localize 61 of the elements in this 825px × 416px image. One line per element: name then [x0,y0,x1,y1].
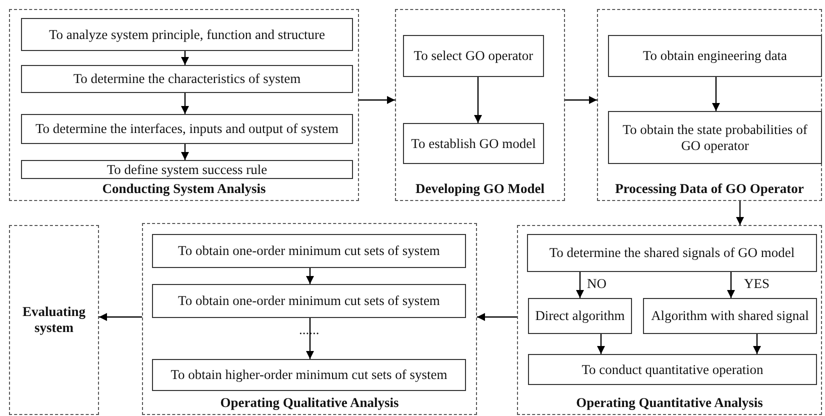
group-title: Processing Data of GO Operator [615,181,804,197]
group-title: Operating Quantitative Analysis [576,395,763,411]
process-box [21,114,353,144]
process-box [152,284,466,318]
process-box [527,234,817,272]
ellipsis-mark: ...... [298,326,320,334]
process-box [643,298,817,334]
step-text: To select GO operator [414,48,534,64]
step-text: To obtain one-order minimum cut sets of system [178,293,440,309]
process-box [21,160,353,179]
process-box [21,65,353,93]
group-title: Conducting System Analysis [102,181,266,197]
process-box [403,35,544,77]
step-text: To analyze system principle, function and structure [48,26,326,42]
arrow [181,144,189,160]
arrow [736,201,744,225]
process-box [152,234,466,268]
arrow [597,334,605,354]
step-text: To obtain the state probabilities of GO operator [622,122,808,154]
step-text: To define system success rule [106,162,268,178]
arrow [181,51,189,65]
arrow [99,313,142,321]
step-text: To determine the characteristics of system [73,71,301,87]
arrow [565,96,597,104]
process-box [152,359,466,391]
step-text: Algorithm with shared signal [651,308,809,324]
group-frame [517,225,822,415]
step-text: To establish GO model [411,136,536,152]
step-text: To determine the interfaces, inputs and output of system [35,121,339,137]
arrow [306,268,314,284]
arrow [753,334,761,354]
group-title: Operating Qualitative Analysis [220,395,399,411]
group-frame [9,225,99,415]
process-box [403,123,544,164]
step-text: To obtain higher-order minimum cut sets of system [170,367,448,383]
process-box [608,111,822,164]
arrow [477,313,517,321]
group-frame [597,9,822,201]
arrow [474,77,482,123]
process-box [528,298,632,334]
group-frame [142,223,477,415]
group-title: Evaluating system [21,304,87,336]
group-title: Developing GO Model [416,181,544,197]
step-text: To conduct quantitative operation [582,362,764,378]
arrow [359,96,395,104]
group-frame [395,9,565,201]
edge-label: YES [743,276,771,291]
arrow [181,93,189,114]
step-text: To determine the shared signals of GO model [549,245,795,261]
arrow [306,318,314,359]
step-text: Direct algorithm [535,308,625,324]
process-box [608,35,822,77]
step-text: To obtain one-order minimum cut sets of system [178,243,440,259]
process-box [21,18,353,51]
arrow [712,77,720,111]
group-frame [9,9,359,201]
edge-label: NO [586,276,608,291]
process-box [528,354,817,385]
step-text: To obtain engineering data [642,48,788,64]
arrow [727,272,735,298]
arrow [576,272,584,298]
